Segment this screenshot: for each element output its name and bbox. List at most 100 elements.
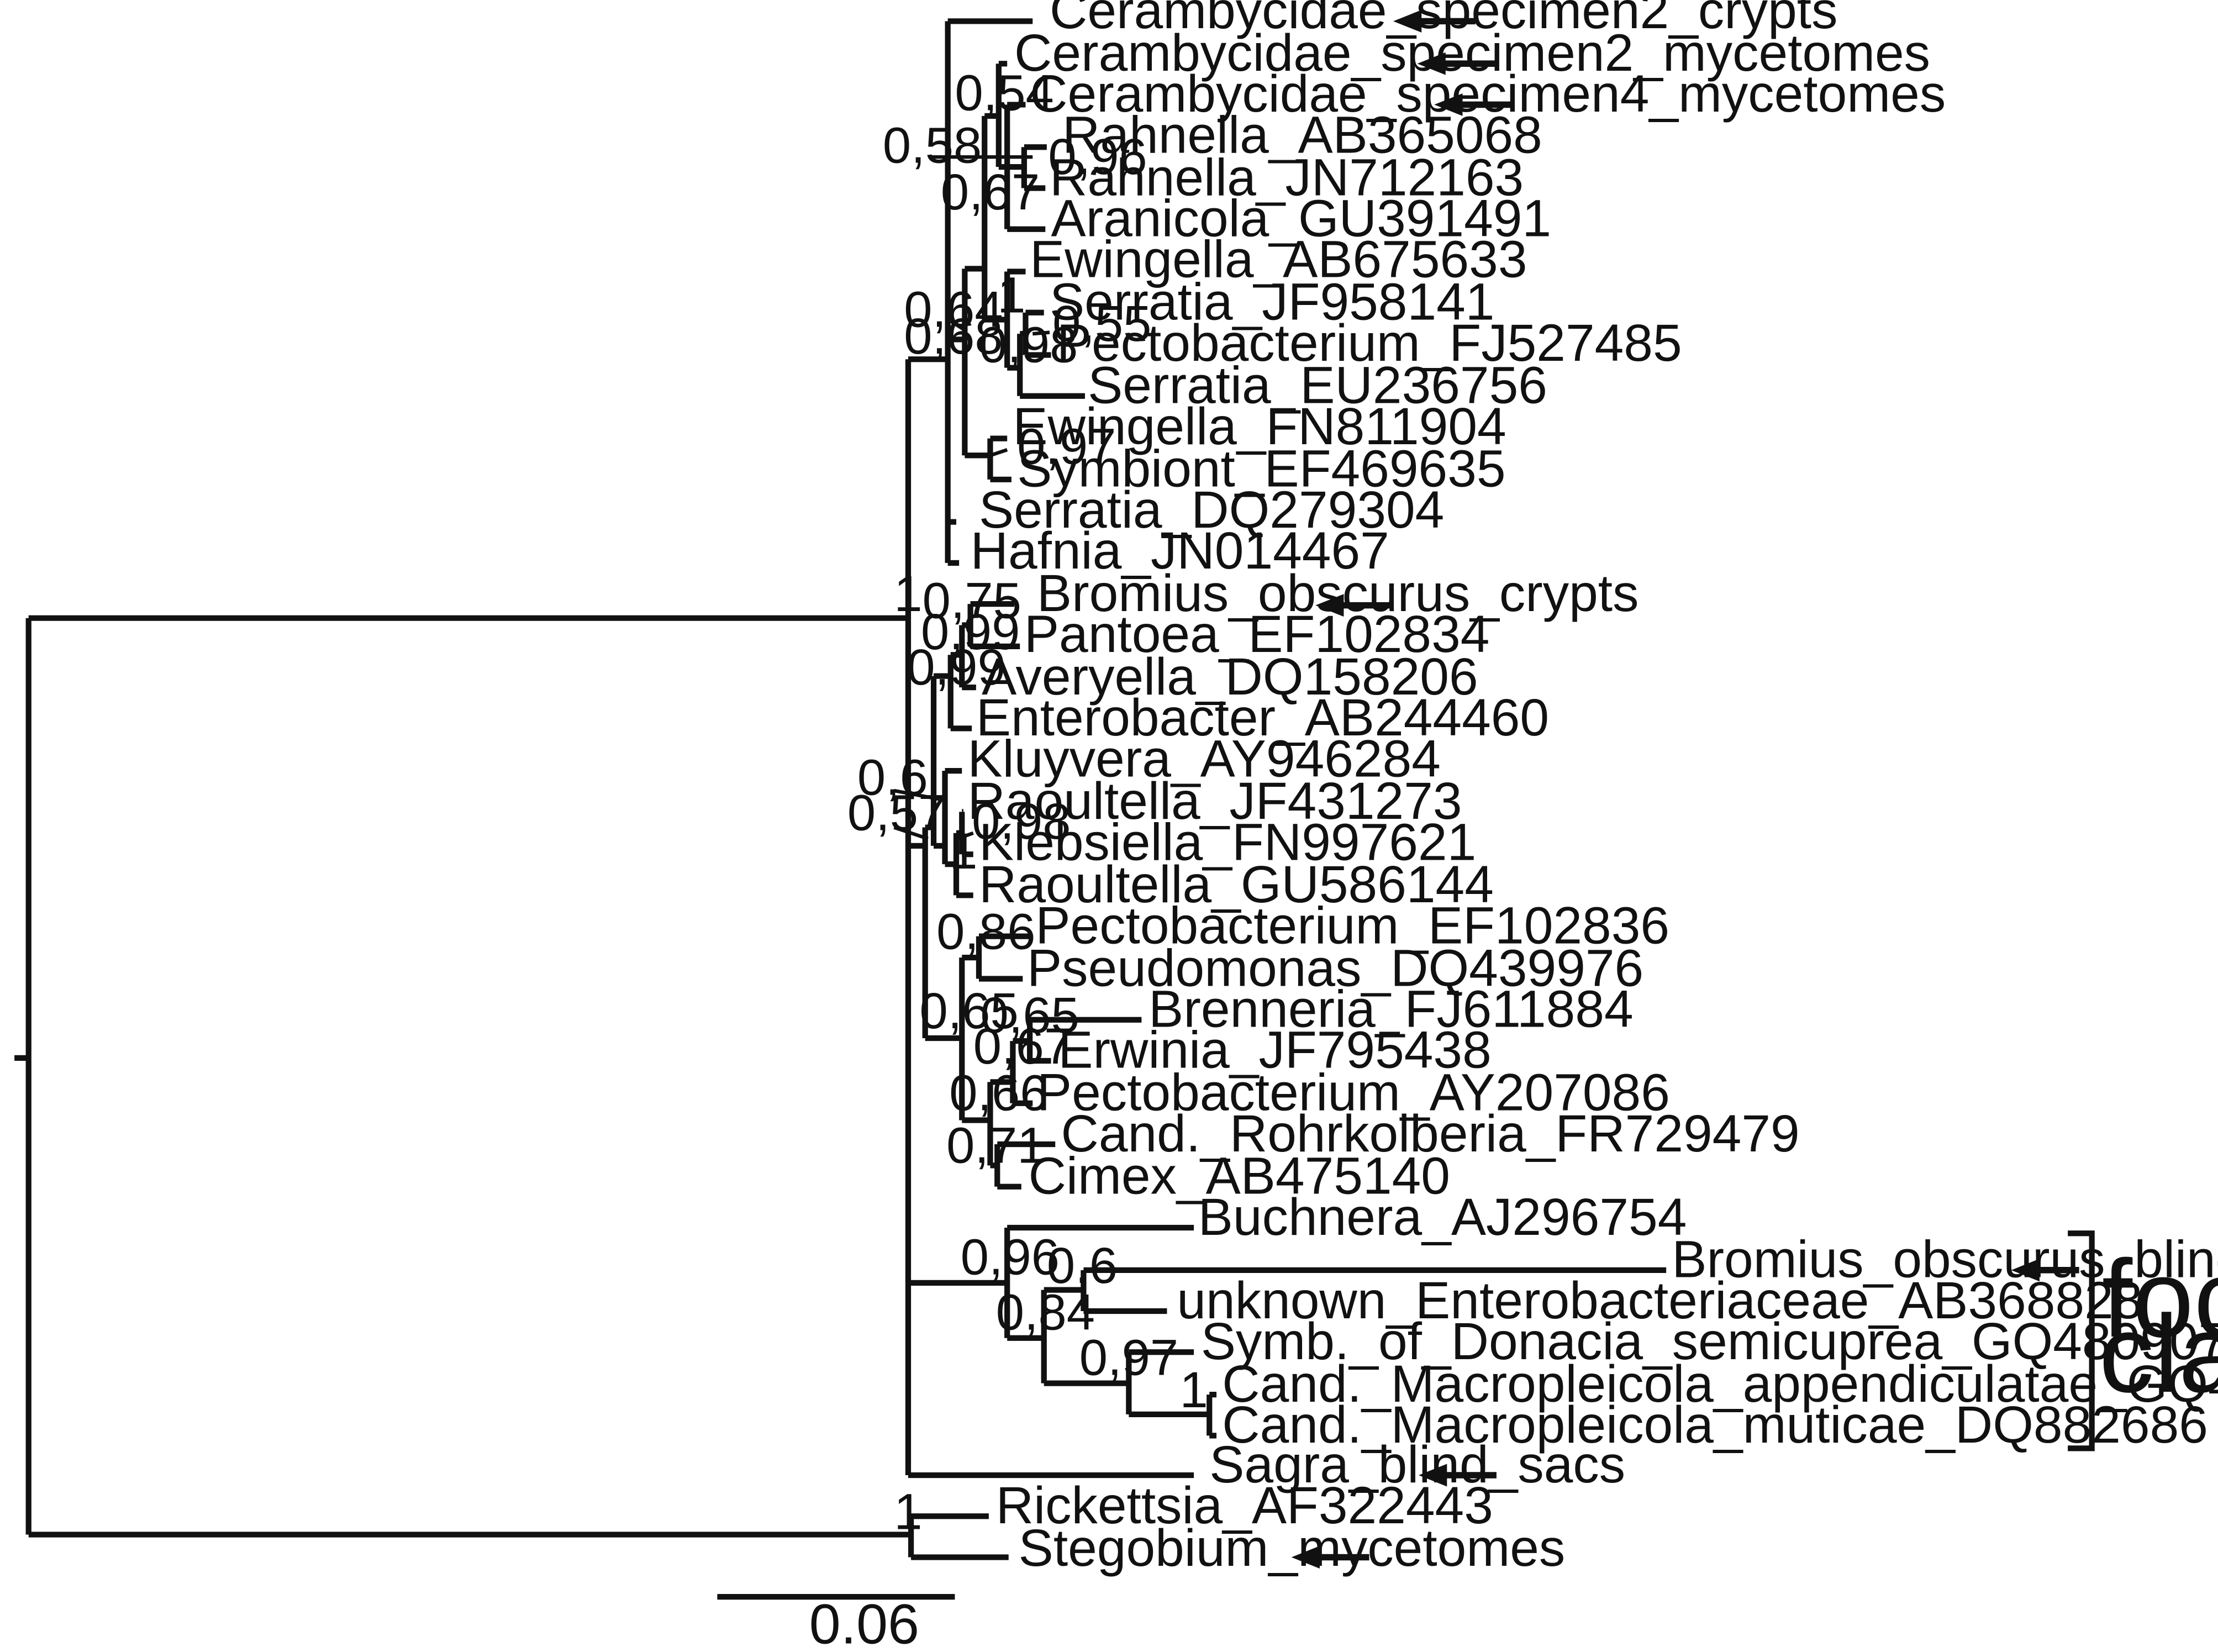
branch-macropleicola (1207, 1391, 1217, 1439)
tip-label: unknown_Enterobacteriaceae_AB368828 (1177, 1271, 2142, 1330)
support-value: 0,97 (1017, 418, 1116, 475)
support-value: 0,99 (907, 639, 1005, 696)
support-value: 0,66 (949, 1065, 1048, 1122)
support-value: 0,54 (955, 65, 1053, 122)
support-value: 0,84 (996, 1283, 1095, 1340)
branch-outgroup (908, 1513, 1009, 1560)
tip-label: Cimex_AB475140 (1029, 1147, 1450, 1206)
left-arrow-icon (1315, 594, 1394, 617)
tip-label: Ewingella_FN811904 (1013, 397, 1506, 456)
support-value: 0,75 (923, 572, 1021, 629)
tip-label: Rickettsia_AF322443 (996, 1476, 1493, 1535)
left-arrow-icon (1434, 93, 1513, 116)
tip-label: Stegobium_mycetomes (1019, 1519, 1566, 1577)
support-value: 0,86 (936, 903, 1035, 960)
tip-label: Buchnera_AJ296754 (1198, 1188, 1687, 1246)
support-value: 1 (1179, 1361, 1208, 1418)
support-value: 0,96 (961, 1228, 1060, 1285)
branch-pecto-pseudo (976, 933, 1030, 982)
support-value: 0,64 (904, 281, 1003, 338)
tip-label: Klebsiella_FN997621 (979, 813, 1476, 871)
tip-label: Symbiont_EF469635 (1017, 440, 1505, 498)
tip-label: Averyella_DQ158206 (982, 648, 1478, 706)
branch-clade-b (945, 18, 1033, 566)
support-value: 0,98 (972, 793, 1071, 850)
support-value: 0,6 (1047, 1237, 1118, 1294)
support-value: 0,58 (883, 117, 982, 173)
branch-rahnella (1021, 144, 1047, 191)
branch-clade-f (1004, 102, 1046, 232)
branch-clade-c (962, 266, 991, 459)
support-values: 1 1 0,68 0,64 0,67 0,58 0,54 0,96 1 0,98… (847, 65, 1208, 1540)
focal-clade-bracket: focal clade (2068, 1230, 2218, 1451)
tree-branches (14, 18, 1667, 1560)
support-value: 0,71 (946, 1117, 1045, 1174)
branch-bromius-unknown (1081, 1267, 1667, 1314)
leader-097a (989, 448, 1008, 457)
support-value: 0,97 (1079, 1329, 1178, 1386)
branch-clade-u (1004, 1224, 1194, 1341)
scale-bar: 0.06 (717, 1592, 955, 1652)
support-value: 0,96 (1048, 128, 1147, 185)
tip-label: Serratia_JF958141 (1050, 273, 1495, 332)
support-value: 0,67 (941, 164, 1040, 220)
focal-clade-label-line2: clade (2099, 1292, 2218, 1416)
root-branch (25, 615, 912, 1538)
tip-label: Pseudomonas_DQ439976 (1027, 939, 1643, 997)
tip-label: Sagra_blind_sacs (1209, 1435, 1625, 1494)
tip-label: Ewingella_AB675633 (1030, 230, 1527, 289)
branch-bromius-pantoea (967, 601, 1020, 650)
support-leader-lines (893, 155, 1050, 841)
support-value: 0,57 (847, 785, 946, 841)
branch-clade-w (1126, 1349, 1210, 1418)
tip-label: Pectobacterium_AY207086 (1037, 1064, 1670, 1122)
support-value: 0,68 (904, 308, 1003, 365)
left-arrow-icon (1417, 52, 1495, 75)
leader-06a (893, 788, 940, 801)
support-value: 0,67 (973, 1018, 1072, 1075)
branch-ingroup (905, 356, 1194, 1479)
leader-057 (893, 825, 929, 841)
support-value: 0,65 (919, 982, 1018, 1039)
tip-label: Cand._Macropleicola_appendiculatae_GQ480… (1222, 1355, 2218, 1413)
branch-serratia-pecto (1023, 309, 1051, 358)
bracket-line (2068, 1230, 2095, 1451)
support-value: 0,98 (979, 316, 1078, 373)
tip-label: Cerambycidae_specimen2_mycetomes (1014, 24, 1930, 82)
sample-arrows (1291, 9, 2079, 1569)
branch-rohrkolberia-cimex (994, 1141, 1056, 1190)
tip-label: Pectobacterium_FJ527485 (1057, 314, 1682, 372)
branch-brenneria-erwinia (1027, 1017, 1142, 1064)
support-value: 0,55 (1052, 295, 1151, 352)
tip-label: Brenneria_FJ611884 (1148, 980, 1633, 1039)
support-value: 1 (894, 565, 922, 622)
leader-055 (1032, 330, 1050, 336)
scale-bar-label: 0.06 (809, 1592, 919, 1652)
tip-label: Raoultella_JF431273 (968, 772, 1462, 830)
support-value: 0,6 (857, 749, 928, 806)
tip-label: Rahnella_JN712163 (1050, 148, 1524, 207)
tip-label: Erwinia_JF795438 (1058, 1021, 1491, 1080)
support-value: 1 (949, 823, 977, 880)
left-arrow-icon (1291, 1546, 1369, 1569)
left-arrow-icon (1419, 1464, 1497, 1487)
tip-label: Hafnia_JN014467 (971, 522, 1389, 580)
tip-label: Enterobacter_AB244460 (976, 688, 1549, 747)
left-arrow-icon (1393, 9, 1476, 33)
tip-label: Cand._Macropleicola_muticae_DQ882686 (1222, 1396, 2208, 1454)
tip-label: Kluyvera_AY946284 (968, 729, 1441, 788)
leader-064 (950, 319, 967, 333)
tip-label: Cand._Rohrkolberia_FR729479 (1061, 1104, 1799, 1163)
tip-label: Cerambycidae_specimen4_mycetomes (1030, 65, 1946, 123)
tip-label: Symb._of_Donacia_semicuprea_GQ480907 (1201, 1312, 2218, 1371)
branch-raoultella-klebsiella (959, 809, 973, 857)
focal-clade-label-line1: focal (2102, 1237, 2218, 1360)
branch-ewingella-symbiont (987, 435, 1011, 482)
tip-label: Serratia_DQ279304 (979, 481, 1444, 539)
tip-label: Pectobacterium_EF102836 (1035, 896, 1669, 955)
tip-label: Aranicola_GU391491 (1051, 190, 1552, 248)
tip-label: Serratia_EU236756 (1088, 356, 1547, 415)
support-value: 0,65 (981, 987, 1079, 1044)
tip-label: Raoultella_GU586144 (979, 855, 1494, 914)
